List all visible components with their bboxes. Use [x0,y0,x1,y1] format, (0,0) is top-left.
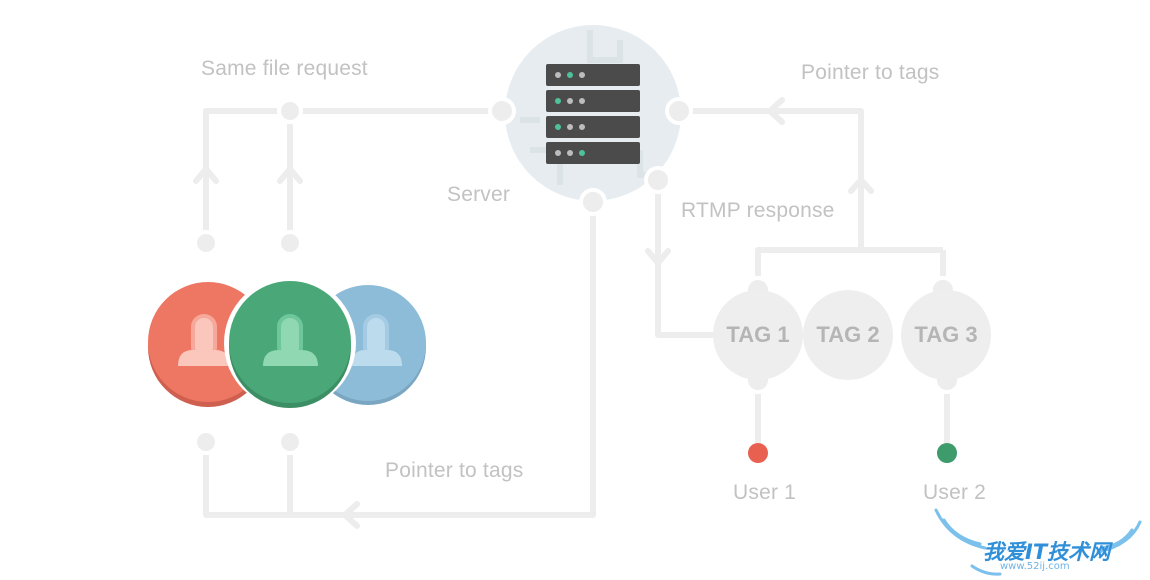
tag-3-node: TAG 3 [901,290,991,380]
rtmp-line [655,180,713,338]
arrow-up-icon [277,166,303,184]
server-label: Server [447,183,511,206]
request-line [203,108,502,243]
watermark-logo [934,508,1142,576]
server-rack-icon [546,64,640,164]
same-file-request-label: Same file request [201,57,368,80]
user-avatar-green [224,277,356,409]
pointer-line-bottom [203,202,596,518]
user1-dot [748,443,768,463]
user-1-label: User 1 [733,481,797,504]
server-node [505,25,681,201]
arrow-left-icon [342,501,360,529]
tag-1-node: TAG 1 [713,290,803,380]
arrow-down-icon [645,248,671,266]
watermark-url: www.52ij.com [1000,561,1070,572]
watermark-text: 我爱IT技术网 [983,540,1111,564]
pointer-to-tags-bottom-label: Pointer to tags [385,459,524,482]
arrow-heads [193,97,874,529]
connection-ports [193,97,693,455]
user2-dot [937,443,957,463]
arrow-up-icon [848,177,874,194]
user-2-label: User 2 [923,481,987,504]
pointer-to-tags-top-label: Pointer to tags [801,61,940,84]
arrow-left-icon [767,97,785,125]
connector-lines [203,108,950,518]
arrow-up-icon [193,166,219,184]
user-avatar-group [148,277,426,409]
rtmp-response-label: RTMP response [681,199,835,222]
tag-2-node: TAG 2 [803,290,893,380]
